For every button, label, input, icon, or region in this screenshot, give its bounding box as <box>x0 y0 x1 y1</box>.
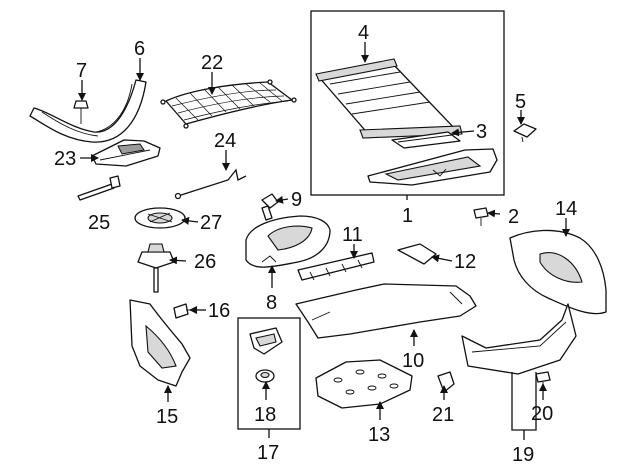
part-9-bolt <box>261 193 279 221</box>
callout-labels: 1 2 3 4 5 6 7 8 9 10 11 12 13 14 15 16 1… <box>54 22 577 466</box>
part-17-hook <box>249 327 283 355</box>
part-22-cargo-net <box>160 79 297 129</box>
part-13-floor-board <box>315 359 413 409</box>
callout-17: 17 <box>257 442 279 464</box>
callout-9: 9 <box>291 189 302 211</box>
part-27-disc <box>134 207 186 229</box>
part-19-rear-sill <box>461 303 577 375</box>
callout-23: 23 <box>54 148 76 170</box>
part-14-side-trim <box>509 229 607 315</box>
callout-12: 12 <box>454 251 476 273</box>
callout-19: 19 <box>512 444 534 466</box>
part-12-bracket <box>397 243 437 265</box>
part-5-clip <box>513 123 537 143</box>
part-11-sill-plate <box>297 252 375 281</box>
callout-16: 16 <box>208 300 230 322</box>
callout-2: 2 <box>508 206 519 228</box>
part-18-clip <box>255 369 275 383</box>
callout-20: 20 <box>531 403 553 425</box>
part-23-jack <box>91 139 161 167</box>
callout-7: 7 <box>76 60 87 82</box>
callout-11: 11 <box>342 224 363 246</box>
part-7-bolt <box>73 100 89 124</box>
part-24-rod <box>174 168 247 200</box>
part-1-package-tray <box>367 148 498 186</box>
part-26-tire-bolt <box>137 243 175 293</box>
part-16-clip <box>173 303 196 319</box>
part-21-clip <box>437 371 455 393</box>
callout-5: 5 <box>515 91 526 113</box>
callout-18: 18 <box>254 404 276 426</box>
part-2-clip <box>473 207 489 226</box>
callout-6: 6 <box>134 38 145 60</box>
part-4-tonneau-cover <box>315 58 463 139</box>
part-15-side-trim <box>129 299 191 387</box>
part-25-jack-handle <box>77 175 121 201</box>
callout-10: 10 <box>402 350 424 372</box>
part-3-cover-strip <box>391 131 461 149</box>
callout-22: 22 <box>201 52 223 74</box>
callout-21: 21 <box>432 404 454 426</box>
callout-27: 27 <box>200 212 222 234</box>
part-6-tool-bag <box>29 79 147 143</box>
part-10-floor-mat <box>295 283 477 339</box>
callout-24: 24 <box>214 130 236 152</box>
callout-26: 26 <box>194 251 216 273</box>
callout-25: 25 <box>88 212 110 234</box>
part-8-trim-panel <box>245 215 331 268</box>
callout-3: 3 <box>476 121 487 143</box>
callout-8: 8 <box>266 292 277 314</box>
callout-1: 1 <box>402 205 413 227</box>
callout-4: 4 <box>358 22 369 44</box>
callout-13: 13 <box>368 424 390 446</box>
leader-lines <box>78 42 570 440</box>
callout-15: 15 <box>156 406 178 428</box>
callout-14: 14 <box>555 198 577 220</box>
